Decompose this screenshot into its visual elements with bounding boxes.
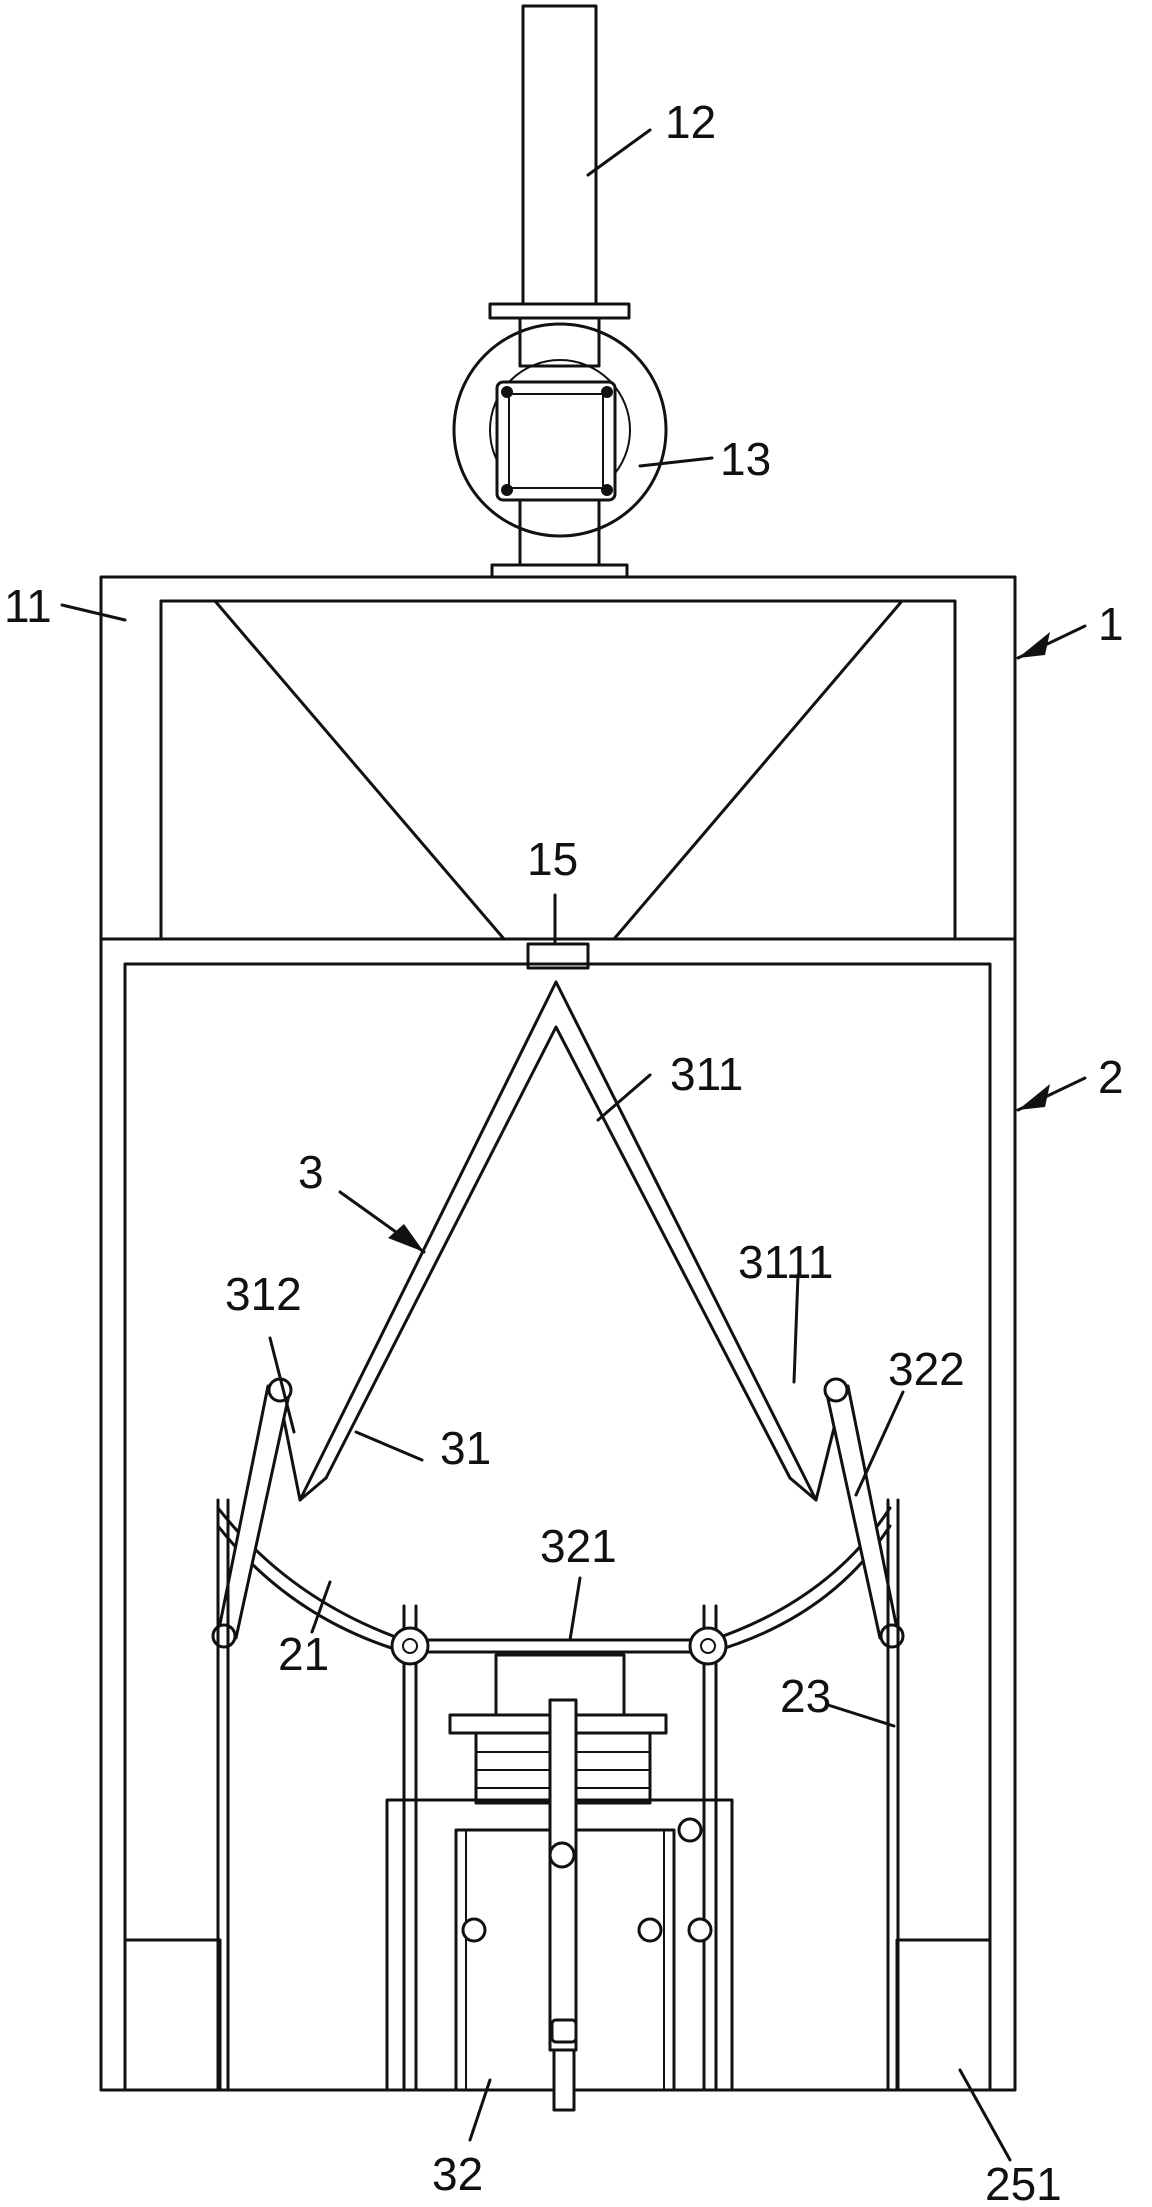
label-2: 2 [1098, 1051, 1124, 1103]
label-13: 13 [720, 433, 771, 485]
leader-lines [60, 128, 1087, 2162]
bolt-icon [501, 484, 513, 496]
arrowheads [388, 632, 1050, 1252]
label-311: 311 [670, 1048, 743, 1100]
guide-rails [216, 1498, 900, 2092]
label-1: 1 [1098, 598, 1124, 650]
bolt-icon [601, 386, 613, 398]
label-12: 12 [665, 96, 716, 148]
label-3111: 3111 [738, 1236, 834, 1288]
bolt-icon [601, 484, 613, 496]
label-251: 251 [985, 2158, 1062, 2207]
feed-pipe [488, 4, 631, 579]
rotary-valve [452, 322, 668, 538]
label-23: 23 [780, 1670, 831, 1722]
label-32: 32 [432, 2148, 483, 2200]
upper-hopper [99, 575, 1017, 970]
label-321: 321 [540, 1520, 617, 1572]
arrow-icon [1018, 1084, 1050, 1110]
label-15: 15 [527, 833, 578, 885]
bolt-icon [501, 386, 513, 398]
actuator [385, 1653, 734, 2112]
label-3: 3 [298, 1146, 324, 1198]
label-31: 31 [440, 1422, 491, 1474]
label-21: 21 [278, 1628, 329, 1680]
reference-labels: 12 13 11 1 15 311 2 3 3111 312 322 31 32… [4, 96, 1124, 2207]
label-11: 11 [4, 580, 52, 632]
label-312: 312 [225, 1268, 302, 1320]
linkage-arms [211, 1377, 905, 1649]
label-322: 322 [888, 1343, 965, 1395]
arrow-icon [388, 1224, 424, 1252]
arrow-icon [1018, 632, 1050, 658]
cross-beam [390, 1626, 728, 1666]
